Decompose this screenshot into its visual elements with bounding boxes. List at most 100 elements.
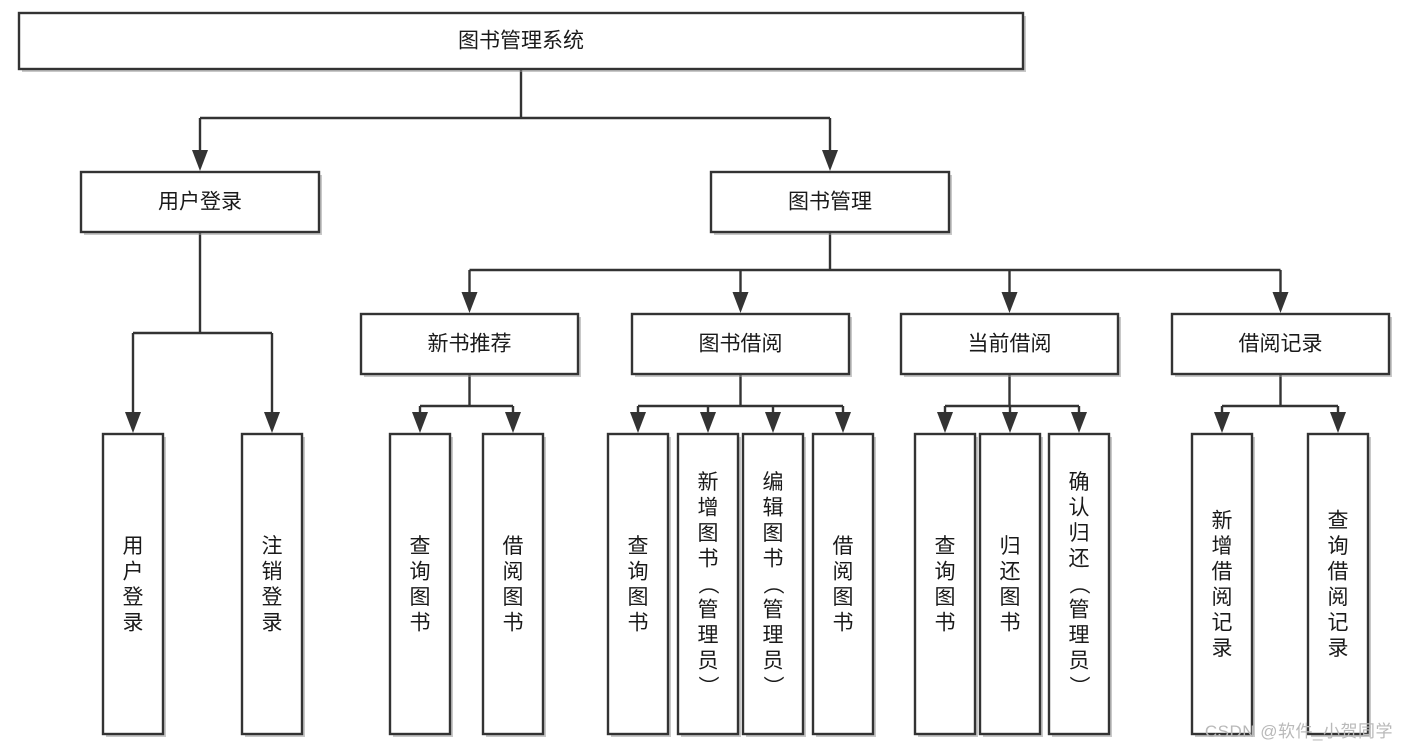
node-label-char: 图 (833, 586, 854, 609)
node-box (101, 432, 165, 736)
node-label-char: 阅 (1212, 586, 1233, 609)
node-label-char: 理 (698, 624, 719, 647)
node-box (978, 432, 1042, 736)
node-label: 图书借阅 (699, 333, 783, 356)
node-box (79, 170, 321, 234)
node-box (811, 432, 875, 736)
node-label-char: 记 (1328, 611, 1349, 634)
node-label-char: 员 (1069, 650, 1090, 673)
node-label-char: 阅 (833, 560, 854, 583)
connector-group-current-borrow (937, 374, 1087, 433)
node-label-char: 阅 (503, 560, 524, 583)
node-label-char: 确 (1069, 471, 1090, 494)
node-label-char: 阅 (1328, 586, 1349, 609)
node-label-char: 书 (698, 548, 719, 571)
node-label-char: 书 (1000, 611, 1021, 634)
node-label-char: 书 (935, 611, 956, 634)
node-root[interactable]: 图书管理系统 (17, 11, 1026, 72)
node-label-char: 归 (1000, 535, 1021, 558)
node-label: 图书管理系统 (458, 30, 584, 53)
arrow-head-e-nbr-query (412, 412, 428, 433)
node-label-char: 认 (1069, 497, 1090, 520)
node-label-char: 录 (1212, 637, 1233, 660)
connectors-layer (125, 69, 1346, 433)
node-box (899, 312, 1120, 376)
node-label-char: （ (761, 574, 784, 595)
arrow-head-e-cb-query (937, 412, 953, 433)
node-label: 借阅记录 (1239, 333, 1323, 356)
connector-group-borrow-record (1214, 374, 1346, 433)
node-label-char: 用 (123, 535, 144, 558)
connector-group-book-borrow (630, 374, 851, 433)
node-label-char: 询 (410, 560, 431, 583)
node-label-char: 书 (833, 611, 854, 634)
node-label-char: 新 (698, 471, 719, 494)
node-box (913, 432, 977, 736)
node-label-char: 注 (262, 535, 283, 558)
node-book-borrow[interactable]: 图书借阅 (630, 312, 852, 377)
node-label-char: 查 (1328, 509, 1349, 532)
connector-group-user-login (125, 232, 280, 433)
node-new-book-rec[interactable]: 新书推荐 (359, 312, 581, 377)
node-label-char: 询 (935, 560, 956, 583)
node-box (1170, 312, 1391, 376)
node-label-char: 归 (1069, 522, 1090, 545)
node-box (240, 432, 304, 736)
node-label-char: 书 (628, 611, 649, 634)
node-label-char: 增 (1212, 535, 1233, 558)
node-label-char: 录 (262, 611, 283, 634)
node-label-char: 询 (628, 560, 649, 583)
node-label-char: 借 (503, 535, 524, 558)
node-label-char: 管 (763, 599, 784, 622)
node-label-char: 编 (763, 471, 784, 494)
connector-group-new-book-rec (412, 374, 521, 433)
arrow-head-e-bm-current-borrow (1001, 292, 1018, 313)
node-label-char: 借 (833, 535, 854, 558)
node-label-char: 销 (262, 560, 283, 583)
node-box (359, 312, 580, 376)
node-current-borrow[interactable]: 当前借阅 (899, 312, 1121, 377)
node-label-char: 图 (1000, 586, 1021, 609)
csdn-watermark: CSDN @软件_小贺同学 (1204, 722, 1393, 741)
node-label-char: （ (1067, 574, 1090, 595)
node-label-char: 员 (763, 650, 784, 673)
node-box (741, 432, 805, 736)
node-label-char: 查 (935, 535, 956, 558)
node-label-char: 还 (1069, 548, 1090, 571)
node-box (388, 432, 452, 736)
node-box (1306, 432, 1370, 736)
arrow-head-e-cb-return (1002, 412, 1018, 433)
node-box (606, 432, 670, 736)
node-label-char: 管 (698, 599, 719, 622)
node-label-char: 增 (698, 497, 719, 520)
node-label-char: 书 (410, 611, 431, 634)
node-leaf-user-login[interactable]: 用户登录 (101, 432, 166, 737)
node-label-char: 记 (1212, 611, 1233, 634)
node-user-login[interactable]: 用户登录 (79, 170, 322, 235)
node-borrow-record[interactable]: 借阅记录 (1170, 312, 1392, 377)
node-label-char: 录 (123, 611, 144, 634)
arrow-head-e-br-query (1330, 412, 1346, 433)
arrow-head-e-br-add (1214, 412, 1230, 433)
node-label-char: 户 (123, 560, 144, 583)
node-label-char: 员 (698, 650, 719, 673)
node-label-char: 图 (763, 522, 784, 545)
node-label-char: 图 (628, 586, 649, 609)
node-box (709, 170, 951, 234)
node-book-manage[interactable]: 图书管理 (709, 170, 952, 235)
node-label-char: 新 (1212, 509, 1233, 532)
